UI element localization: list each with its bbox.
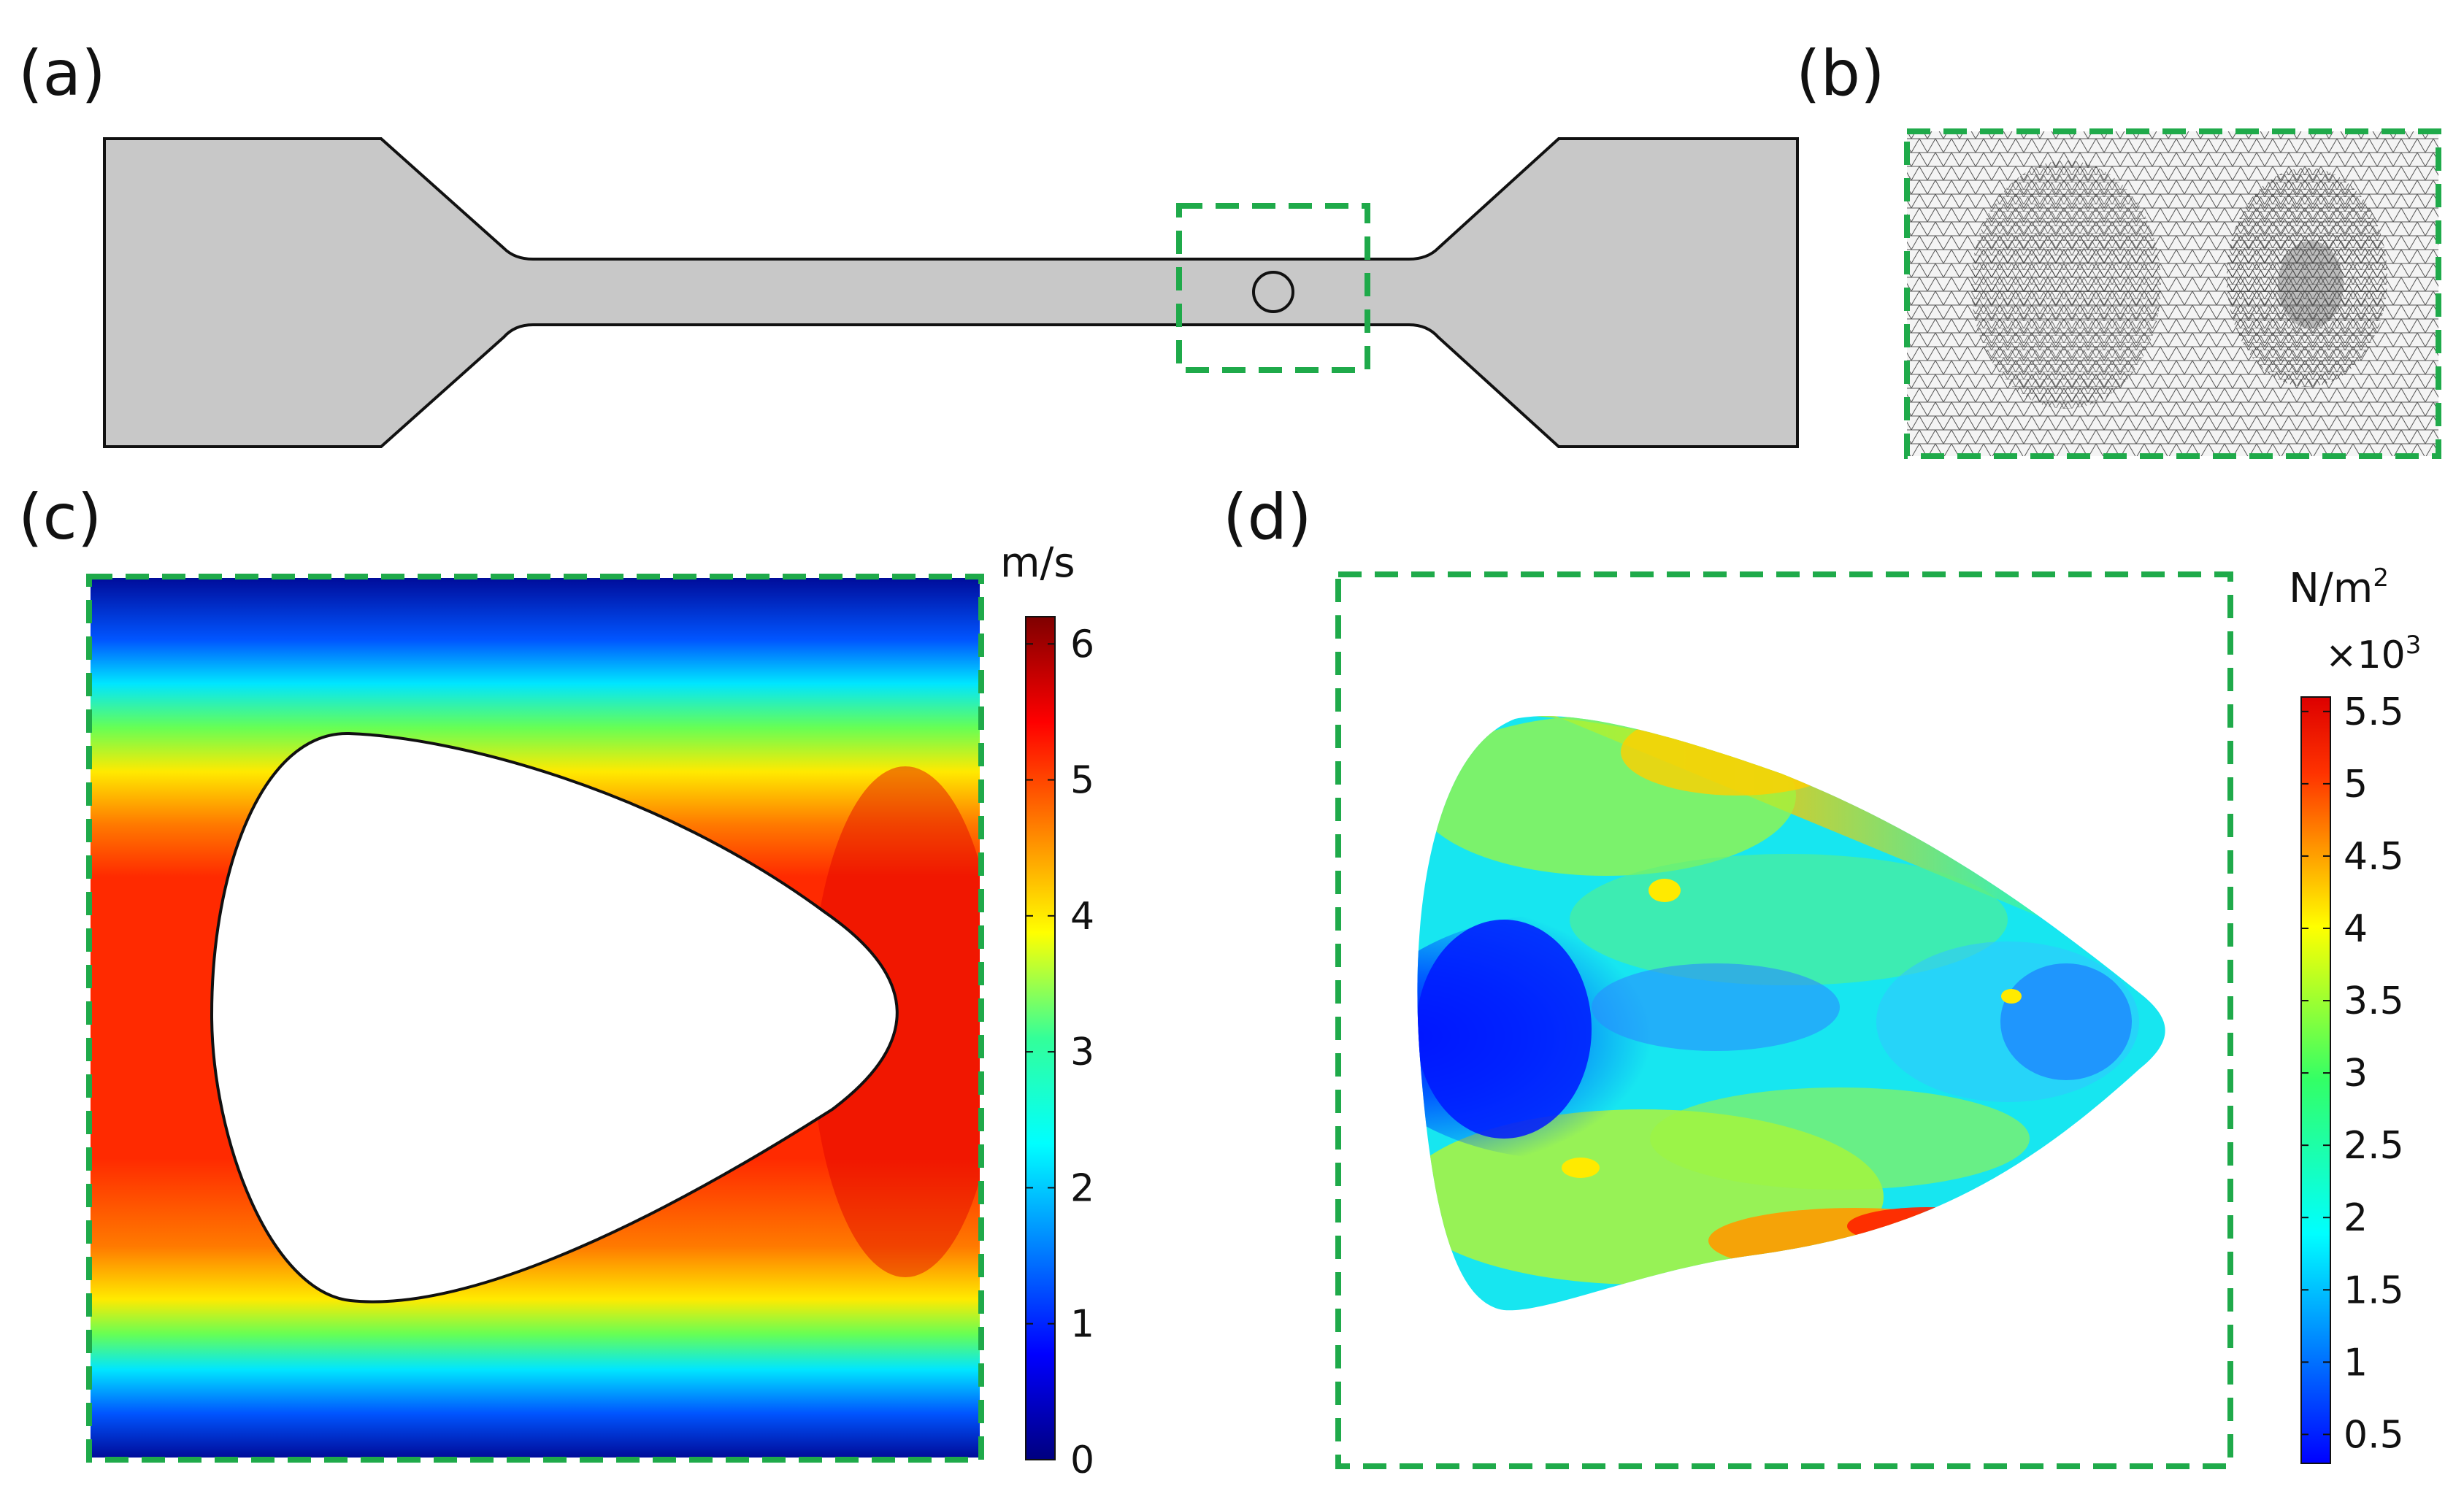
stress-frame [1335, 571, 2233, 1469]
stress-tick-label: 5 [2344, 763, 2368, 806]
stress-colorbar-ticks: 0.5 1 1.5 2 2.5 3 3.5 4 4.5 5 5.5 [2301, 690, 2404, 1457]
stress-tick-label: 1 [2344, 1341, 2368, 1385]
panel-c-label: (c) [18, 481, 101, 554]
panel-b: (b) [1796, 37, 2441, 459]
mesh-refined-right [2227, 168, 2387, 387]
stress-tick-label: 4.5 [2344, 835, 2404, 879]
panel-b-label: (b) [1796, 37, 1885, 110]
stress-unit: N/m2 [2289, 563, 2389, 612]
stress-tick-label: 0.5 [2344, 1413, 2404, 1457]
panel-a: (a) [18, 37, 1799, 448]
velocity-tick-label: 3 [1070, 1031, 1094, 1074]
stress-tick-label: 4 [2344, 907, 2368, 951]
panel-d-label: (d) [1223, 481, 1312, 554]
velocity-tick-label: 2 [1070, 1166, 1094, 1210]
velocity-tick-label: 5 [1070, 759, 1094, 803]
stress-tick-label: 3.5 [2344, 979, 2404, 1023]
stress-unit-exponent: 2 [2373, 563, 2389, 593]
stress-scale-exponent: 3 [2406, 631, 2422, 660]
stress-tick-label: 5.5 [2344, 690, 2404, 734]
stress-tick-label: 2.5 [2344, 1124, 2404, 1168]
mesh-refined-left [1971, 161, 2161, 409]
panel-c: (c) m/s 0 1 2 3 4 5 6 [18, 481, 1094, 1482]
panel-a-label: (a) [18, 37, 106, 110]
velocity-unit: m/s [1000, 539, 1075, 587]
dogbone-specimen [103, 137, 1799, 448]
velocity-frame [86, 574, 984, 1463]
mesh-refined-core [2278, 241, 2344, 328]
stress-tick-label: 1.5 [2344, 1268, 2404, 1312]
velocity-tick-label: 6 [1070, 623, 1094, 666]
stress-colorbar [2300, 696, 2331, 1464]
stress-unit-base: N/m [2289, 565, 2373, 612]
stress-scale-factor: ×103 [2325, 631, 2421, 677]
panel-d: (d) N/m2 ×103 0.511.522.533.544.555.5 [1223, 481, 2421, 1469]
velocity-colorbar-ticks: 0 1 2 3 4 5 6 [1026, 623, 1094, 1482]
velocity-tick-label: 4 [1070, 895, 1094, 939]
velocity-tick-label: 1 [1070, 1303, 1094, 1347]
cylinder-cross-section [210, 731, 899, 1304]
stress-surface [1417, 716, 2165, 1311]
hole-feature [1252, 271, 1294, 313]
zoom-region-box [1176, 203, 1370, 373]
stress-tick-label: 3 [2344, 1052, 2368, 1096]
mesh-border-box [1904, 128, 2441, 459]
stress-scale-prefix: ×10 [2325, 634, 2406, 677]
velocity-colorbar [1025, 616, 1056, 1460]
stress-tick-label: 2 [2344, 1196, 2368, 1240]
velocity-tick-label: 0 [1070, 1439, 1094, 1482]
